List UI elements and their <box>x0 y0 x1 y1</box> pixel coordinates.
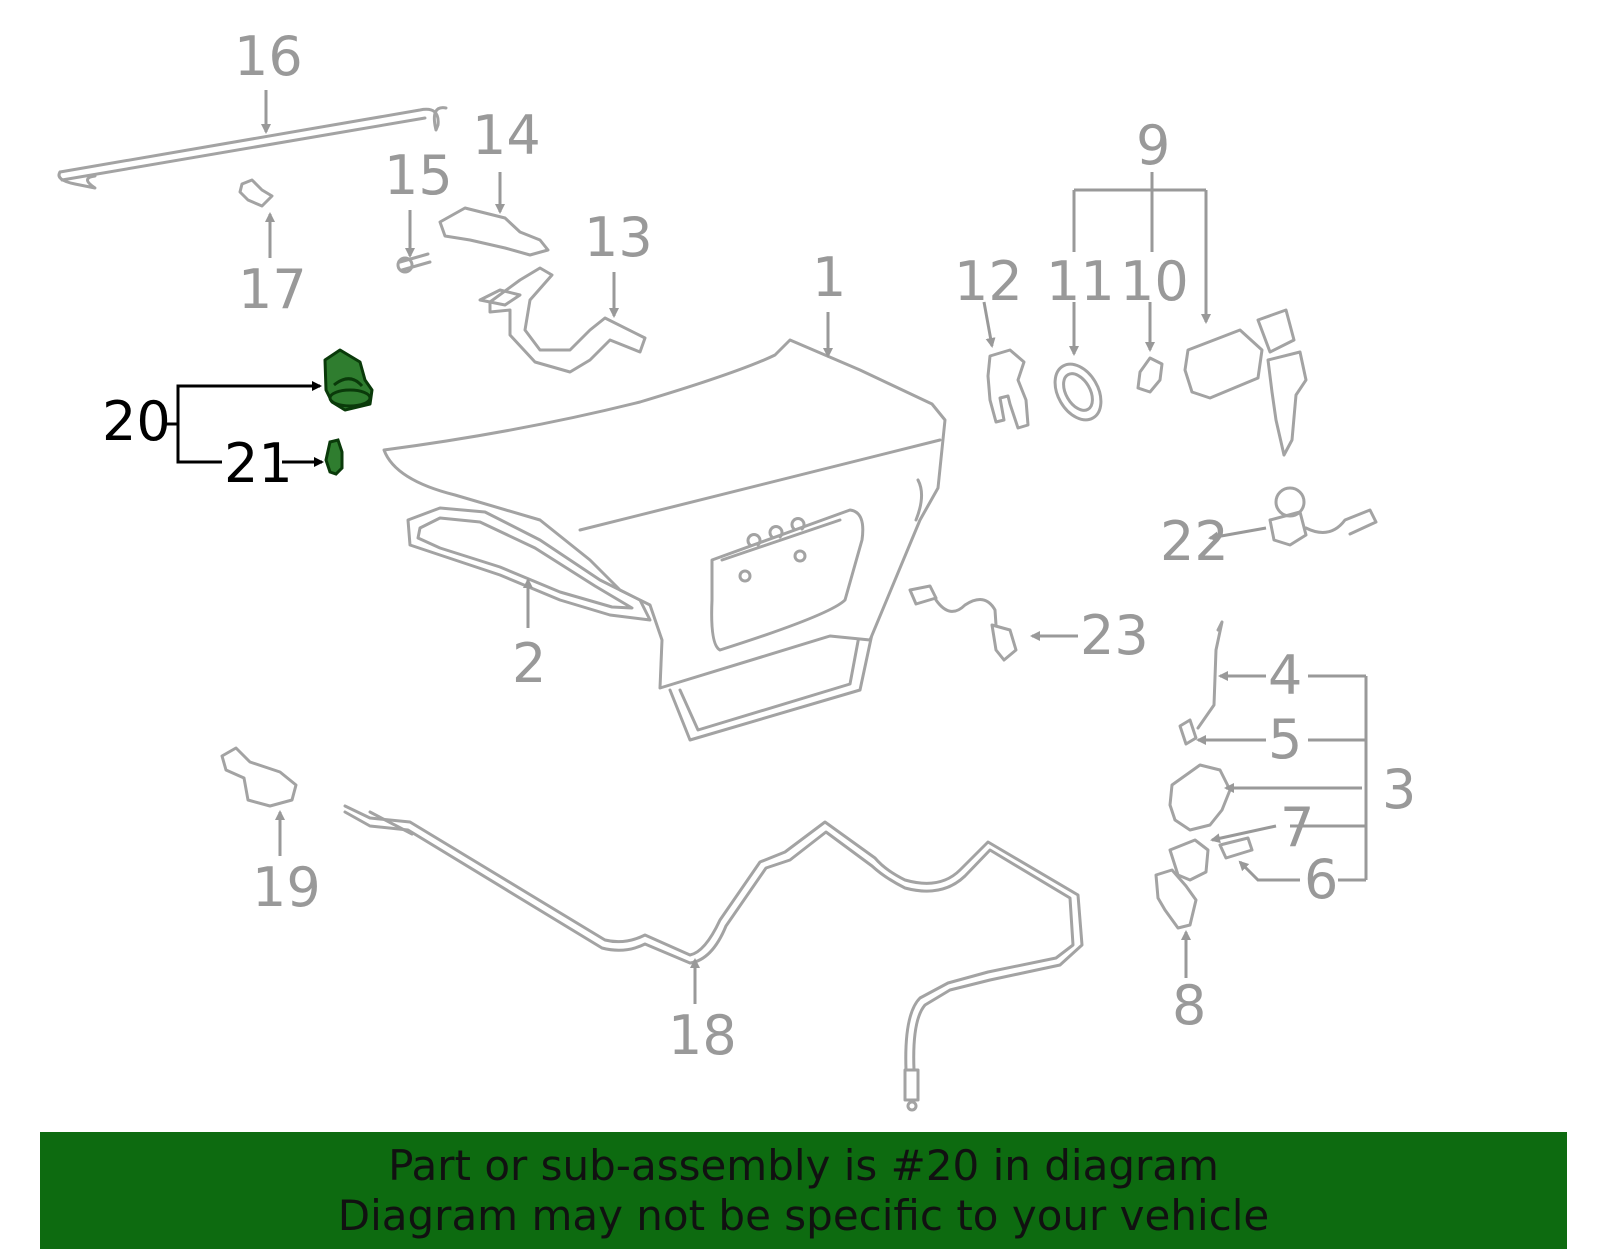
callout-7: 7 <box>1280 796 1314 859</box>
part-5-clip <box>1178 718 1198 746</box>
part-16-rod <box>57 106 448 190</box>
part-21-highlighted <box>324 438 344 476</box>
callout-11: 11 <box>1046 250 1115 313</box>
part-18-cable <box>343 804 1084 1112</box>
callout-23: 23 <box>1080 604 1149 667</box>
callout-20: 20 <box>102 390 171 453</box>
callout-labels: 16 17 15 14 13 1 2 12 11 10 9 22 23 4 5 … <box>102 25 1416 1067</box>
callout-15: 15 <box>384 144 453 207</box>
leader-lines <box>162 90 1368 1004</box>
callout-17: 17 <box>238 258 307 321</box>
info-banner: Part or sub-assembly is #20 in diagram D… <box>40 1132 1567 1249</box>
part-10-clip <box>1136 356 1164 394</box>
callout-3: 3 <box>1382 758 1416 821</box>
callout-9: 9 <box>1136 114 1170 177</box>
part-9-lock-cylinder <box>1183 308 1308 457</box>
part-23-sensor <box>908 584 1018 662</box>
part-3-latch <box>1168 763 1232 832</box>
part-15-bolt <box>396 252 432 274</box>
part-20-highlighted <box>323 348 374 412</box>
callout-13: 13 <box>584 206 653 269</box>
callout-5: 5 <box>1268 708 1302 771</box>
banner-line-1: Part or sub-assembly is #20 in diagram <box>388 1140 1219 1190</box>
callout-19: 19 <box>252 856 321 919</box>
callout-8: 8 <box>1172 974 1206 1037</box>
callout-2: 2 <box>512 632 546 695</box>
callout-6: 6 <box>1304 848 1338 911</box>
part-11-ring <box>1053 362 1103 422</box>
part-12-bracket <box>986 348 1030 430</box>
part-8-striker <box>1154 868 1198 930</box>
part-17-clip <box>238 178 274 208</box>
part-4-rod <box>1196 620 1224 730</box>
part-6-spring <box>1218 836 1254 860</box>
part-13-hinge-arm <box>478 266 647 374</box>
banner-line-2: Diagram may not be specific to your vehi… <box>337 1190 1270 1240</box>
part-22-switch <box>1268 486 1378 547</box>
callout-1: 1 <box>812 246 846 309</box>
part-2-weatherstrip <box>406 506 877 742</box>
callout-21: 21 <box>224 432 293 495</box>
callout-4: 4 <box>1268 644 1302 707</box>
part-14-hinge-plate <box>438 206 550 257</box>
callout-16: 16 <box>234 25 303 88</box>
part-1-trunk-lid <box>382 338 947 690</box>
callout-18: 18 <box>668 1004 737 1067</box>
callout-12: 12 <box>954 250 1023 313</box>
part-19-bracket <box>220 746 298 808</box>
callout-22: 22 <box>1160 510 1229 573</box>
callout-10: 10 <box>1120 250 1189 313</box>
callout-14: 14 <box>472 104 541 167</box>
